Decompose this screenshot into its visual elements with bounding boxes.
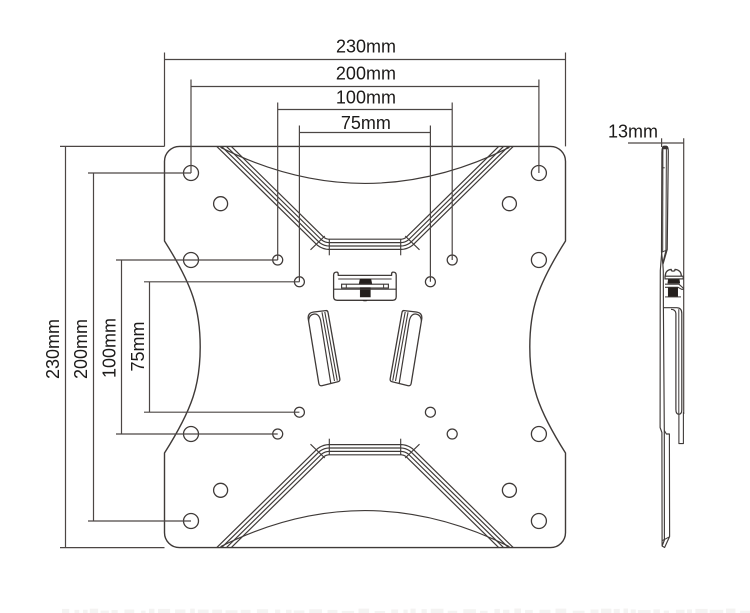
svg-text:100mm: 100mm [100,318,120,378]
svg-text:230mm: 230mm [336,36,396,56]
svg-text:230mm: 230mm [43,319,63,379]
svg-text:13mm: 13mm [608,122,658,142]
svg-text:75mm: 75mm [128,321,148,371]
svg-text:200mm: 200mm [71,319,91,379]
svg-text:75mm: 75mm [341,113,391,133]
svg-text:200mm: 200mm [336,63,396,83]
svg-text:100mm: 100mm [336,87,396,107]
